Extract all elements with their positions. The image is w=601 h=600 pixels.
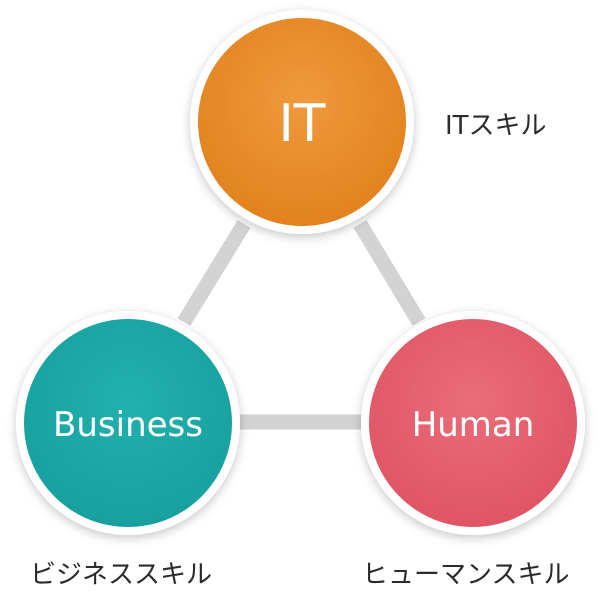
node-business: Business bbox=[16, 311, 240, 535]
node-business-circle bbox=[24, 319, 232, 527]
node-human: Human bbox=[361, 311, 585, 535]
connectors bbox=[177, 220, 426, 430]
node-it-label: IT bbox=[278, 94, 325, 154]
connector-it-business bbox=[177, 220, 251, 326]
connector-it-human bbox=[353, 220, 426, 326]
node-business-label: Business bbox=[53, 405, 203, 445]
caption-business-skill: ビジネススキル bbox=[30, 560, 213, 590]
node-it: IT bbox=[190, 10, 414, 234]
caption-it-skill: ITスキル bbox=[445, 111, 547, 141]
node-human-label: Human bbox=[412, 405, 535, 445]
node-it-circle bbox=[198, 18, 406, 226]
node-human-circle bbox=[369, 319, 577, 527]
caption-human-skill: ヒューマンスキル bbox=[362, 560, 570, 590]
